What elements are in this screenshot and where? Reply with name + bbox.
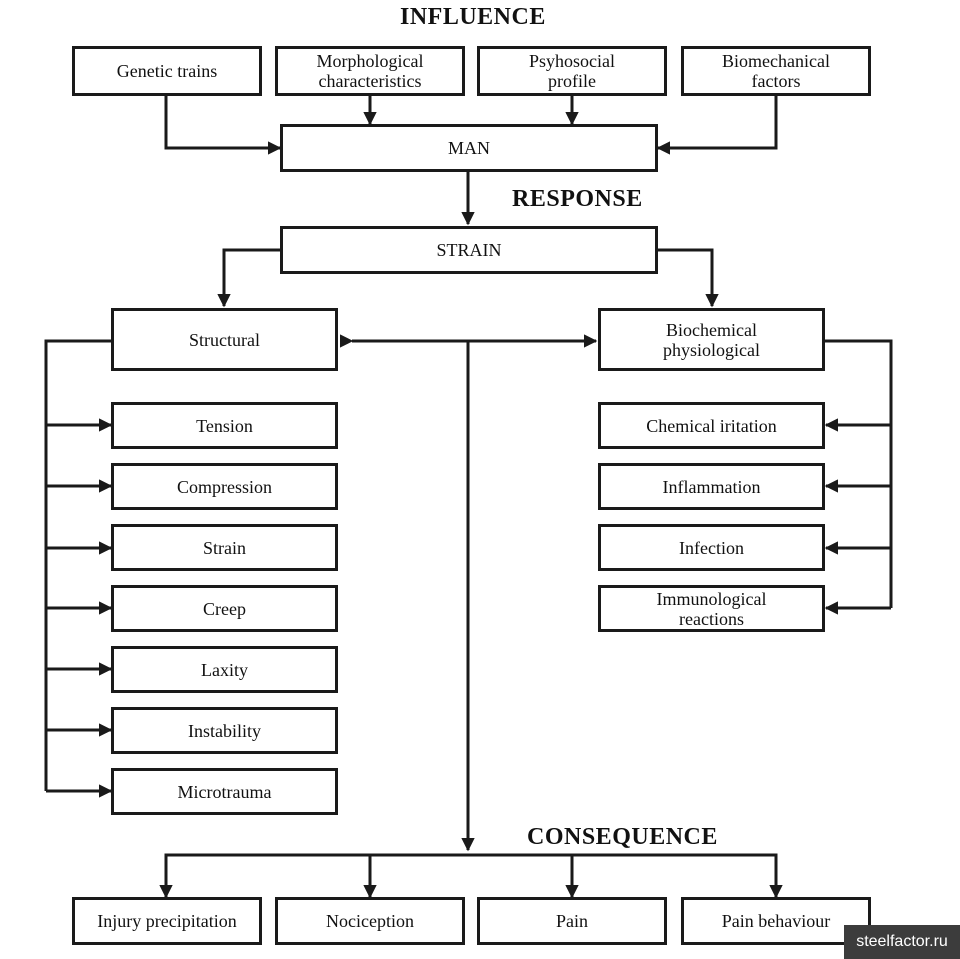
- arrow-genetic-to-man: [164, 95, 282, 155]
- box-biochemical-physiological: Biochemical physiological: [598, 308, 825, 371]
- box-tension: Tension: [111, 402, 338, 449]
- heading-influence: INFLUENCE: [400, 4, 546, 30]
- structural-bus: [44, 339, 113, 791]
- box-strain: STRAIN: [280, 226, 658, 274]
- box-inflammation: Inflammation: [598, 463, 825, 510]
- biochemical-bus: [824, 339, 893, 608]
- watermark-label: steelfactor.ru: [844, 925, 960, 959]
- box-chemical-iritation: Chemical iritation: [598, 402, 825, 449]
- box-man: MAN: [280, 124, 658, 172]
- box-morphological-characteristics: Morphological characteristics: [275, 46, 465, 96]
- box-psychosocial-profile: Psyhosocial profile: [477, 46, 667, 96]
- heading-consequence: CONSEQUENCE: [527, 824, 718, 850]
- box-pain-behaviour: Pain behaviour: [681, 897, 871, 945]
- arrow-strain-to-biochemical: [658, 248, 719, 308]
- box-instability: Instability: [111, 707, 338, 754]
- box-pain: Pain: [477, 897, 667, 945]
- box-compression: Compression: [111, 463, 338, 510]
- arrow-biomechanical-to-man: [656, 95, 778, 155]
- arrow-strain-to-structural: [217, 248, 280, 308]
- box-injury-precipitation: Injury precipitation: [72, 897, 262, 945]
- box-genetic-trains: Genetic trains: [72, 46, 262, 96]
- box-nociception: Nociception: [275, 897, 465, 945]
- box-immunological-reactions: Immunological reactions: [598, 585, 825, 632]
- box-biomechanical-factors: Biomechanical factors: [681, 46, 871, 96]
- box-infection: Infection: [598, 524, 825, 571]
- box-structural: Structural: [111, 308, 338, 371]
- box-laxity: Laxity: [111, 646, 338, 693]
- box-strain-item: Strain: [111, 524, 338, 571]
- consequence-bus: [164, 853, 778, 897]
- heading-response: RESPONSE: [512, 186, 643, 212]
- box-creep: Creep: [111, 585, 338, 632]
- box-microtrauma: Microtrauma: [111, 768, 338, 815]
